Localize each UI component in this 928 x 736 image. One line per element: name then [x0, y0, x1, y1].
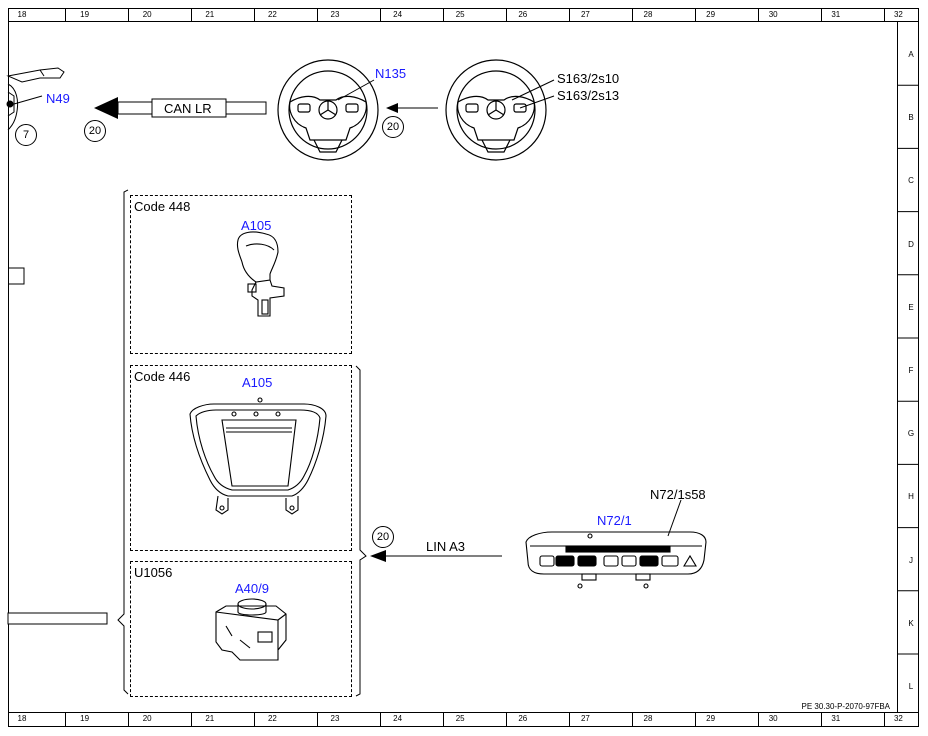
label-u1056: U1056 — [134, 565, 173, 580]
variant-box-code-448 — [130, 195, 352, 354]
row-letter: F — [908, 366, 914, 375]
variant-bracket — [117, 189, 129, 695]
column-number: 19 — [80, 714, 90, 723]
row-letter: G — [907, 429, 915, 439]
label-n72-1: N72/1 — [597, 513, 632, 528]
column-number: 25 — [455, 714, 465, 723]
row-letter: E — [908, 302, 914, 312]
column-number: 31 — [831, 714, 841, 723]
column-number: 32 — [893, 10, 903, 19]
label-s163-2s10: S163/2s10 — [557, 71, 620, 86]
column-number: 24 — [393, 10, 403, 19]
column-number: 30 — [768, 10, 778, 19]
column-number: 26 — [518, 10, 528, 19]
row-letter: L — [908, 682, 914, 691]
column-number: 22 — [267, 714, 277, 723]
row-letter: J — [909, 555, 913, 565]
column-number: 25 — [455, 10, 465, 19]
ref-circle-20-can: 20 — [84, 120, 106, 142]
column-number: 22 — [267, 10, 277, 19]
column-number: 23 — [330, 10, 340, 19]
variant-box-u1056 — [130, 561, 352, 697]
label-lin-bus: LIN A3 — [426, 539, 466, 554]
column-number: 28 — [643, 10, 653, 19]
lin-bus-arrow — [370, 550, 502, 562]
column-number: 26 — [518, 714, 528, 723]
label-code-448: Code 448 — [134, 199, 191, 214]
column-number: 18 — [17, 10, 27, 19]
ref-circle-20-lin: 20 — [372, 526, 394, 548]
column-number: 23 — [330, 714, 340, 723]
label-n72-1s58: N72/1s58 — [650, 487, 706, 502]
variant-box-code-446 — [130, 365, 352, 551]
steering-wheel-s163 — [445, 59, 547, 161]
row-letter: B — [908, 113, 914, 123]
label-can-bus: CAN LR — [164, 101, 212, 116]
column-number: 20 — [142, 714, 152, 723]
document-id: PE 30.30-P-2070-97FBA — [801, 702, 891, 711]
left-stub-lower — [7, 612, 108, 625]
selector-lever-illustration — [236, 231, 285, 317]
label-code-446: Code 446 — [134, 369, 191, 384]
ref-circle-7: 7 — [15, 124, 37, 146]
column-number: 27 — [580, 10, 590, 19]
n49-partial-illustration — [6, 67, 65, 131]
column-number: 21 — [205, 714, 215, 723]
variant-bracket-right — [355, 365, 367, 697]
column-number: 32 — [893, 714, 903, 723]
column-number: 31 — [831, 10, 841, 19]
column-number: 19 — [80, 10, 90, 19]
label-n49: N49 — [46, 91, 70, 106]
left-stub-upper — [8, 267, 25, 285]
column-number: 28 — [643, 714, 653, 723]
row-letter: H — [908, 492, 914, 502]
wheel-link-arrow — [386, 103, 438, 113]
row-letter: C — [908, 176, 914, 186]
column-number: 24 — [393, 714, 403, 723]
row-letter: A — [908, 50, 914, 59]
control-panel-illustration — [525, 531, 707, 589]
column-number: 30 — [768, 714, 778, 723]
can-bus-arrow — [94, 97, 267, 119]
center-console-illustration — [189, 397, 327, 515]
column-number: 27 — [580, 714, 590, 723]
label-a40-9: A40/9 — [235, 581, 269, 596]
row-letter: D — [908, 239, 914, 249]
column-number: 29 — [706, 10, 716, 19]
steering-wheel-n135 — [277, 59, 379, 161]
controller-illustration — [215, 598, 287, 661]
label-n135: N135 — [375, 66, 407, 81]
column-number: 18 — [17, 714, 27, 723]
row-letter: K — [908, 618, 914, 628]
column-number: 29 — [706, 714, 716, 723]
label-s163-2s13: S163/2s13 — [557, 88, 620, 103]
column-number: 20 — [142, 10, 152, 19]
column-number: 21 — [205, 10, 215, 19]
label-a105-mid: A105 — [242, 375, 273, 390]
label-a105-top: A105 — [241, 218, 272, 233]
ref-circle-20-wheel: 20 — [382, 116, 404, 138]
